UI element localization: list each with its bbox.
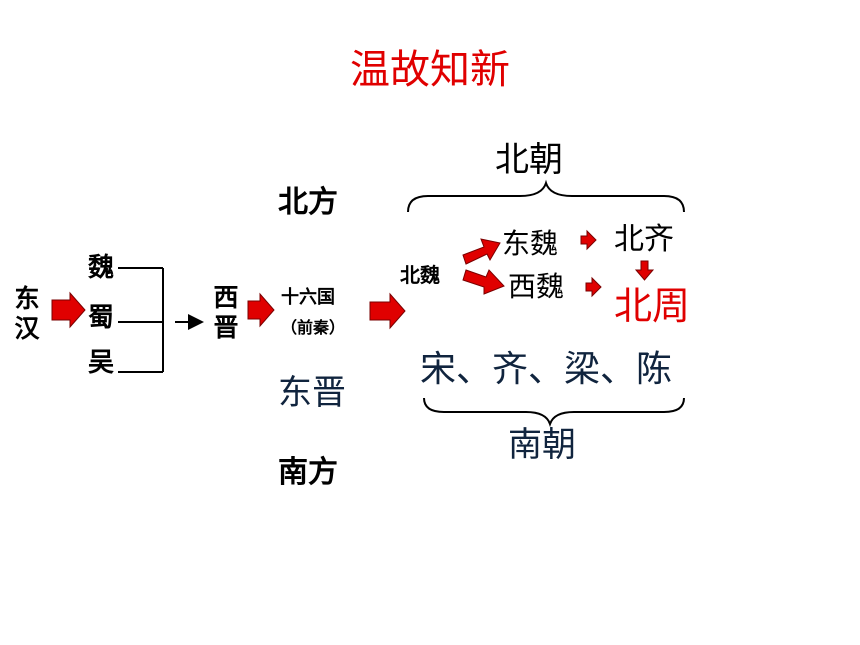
- arrow-dongwei-to-beiqi: [580, 229, 597, 251]
- label-dong-jin: 东晋: [278, 373, 346, 413]
- label-bei-chao: 北朝: [495, 140, 563, 180]
- label-shu: 蜀: [88, 303, 115, 333]
- arrow-beiwei-to-xiwei: [462, 269, 505, 295]
- southern-dynasties-brace: [423, 397, 685, 428]
- label-nan-fang: 南方: [278, 455, 338, 490]
- arrow-xiwei-to-beizhou: [585, 276, 602, 298]
- label-nan-chao: 南朝: [508, 425, 576, 465]
- label-bei-fang: 北方: [278, 185, 338, 220]
- arrow-xijin-to-shiliuguo: [247, 292, 275, 328]
- label-dong-wei: 东魏: [502, 227, 559, 260]
- label-southern-dynasties: 宋、齐、梁、陈: [420, 349, 673, 390]
- label-shiliu-guo: 十六国: [281, 287, 335, 308]
- label-wu: 吴: [88, 348, 115, 378]
- arrow-beiwei-to-dongwei: [462, 238, 501, 265]
- arrow-shiliuguo-to-beiwei: [369, 292, 406, 330]
- label-bei-wei: 北魏: [400, 263, 440, 287]
- three-kingdoms-bracket: [118, 267, 164, 373]
- label-wei: 魏: [88, 253, 115, 283]
- page-title: 温故知新: [350, 47, 510, 93]
- label-qian-qin: （前秦）: [281, 318, 346, 337]
- label-bei-zhou: 北周: [614, 284, 691, 328]
- arrow-donghan-to-threekingdoms: [51, 291, 86, 329]
- arrow-beiqi-to-beizhou: [634, 260, 655, 281]
- label-xi-wei: 西魏: [508, 270, 565, 303]
- label-dong-han: 东汉: [14, 284, 40, 343]
- label-xi-jin: 西晋: [213, 283, 239, 342]
- label-bei-qi: 北齐: [614, 222, 674, 257]
- northern-dynasties-brace: [407, 179, 685, 213]
